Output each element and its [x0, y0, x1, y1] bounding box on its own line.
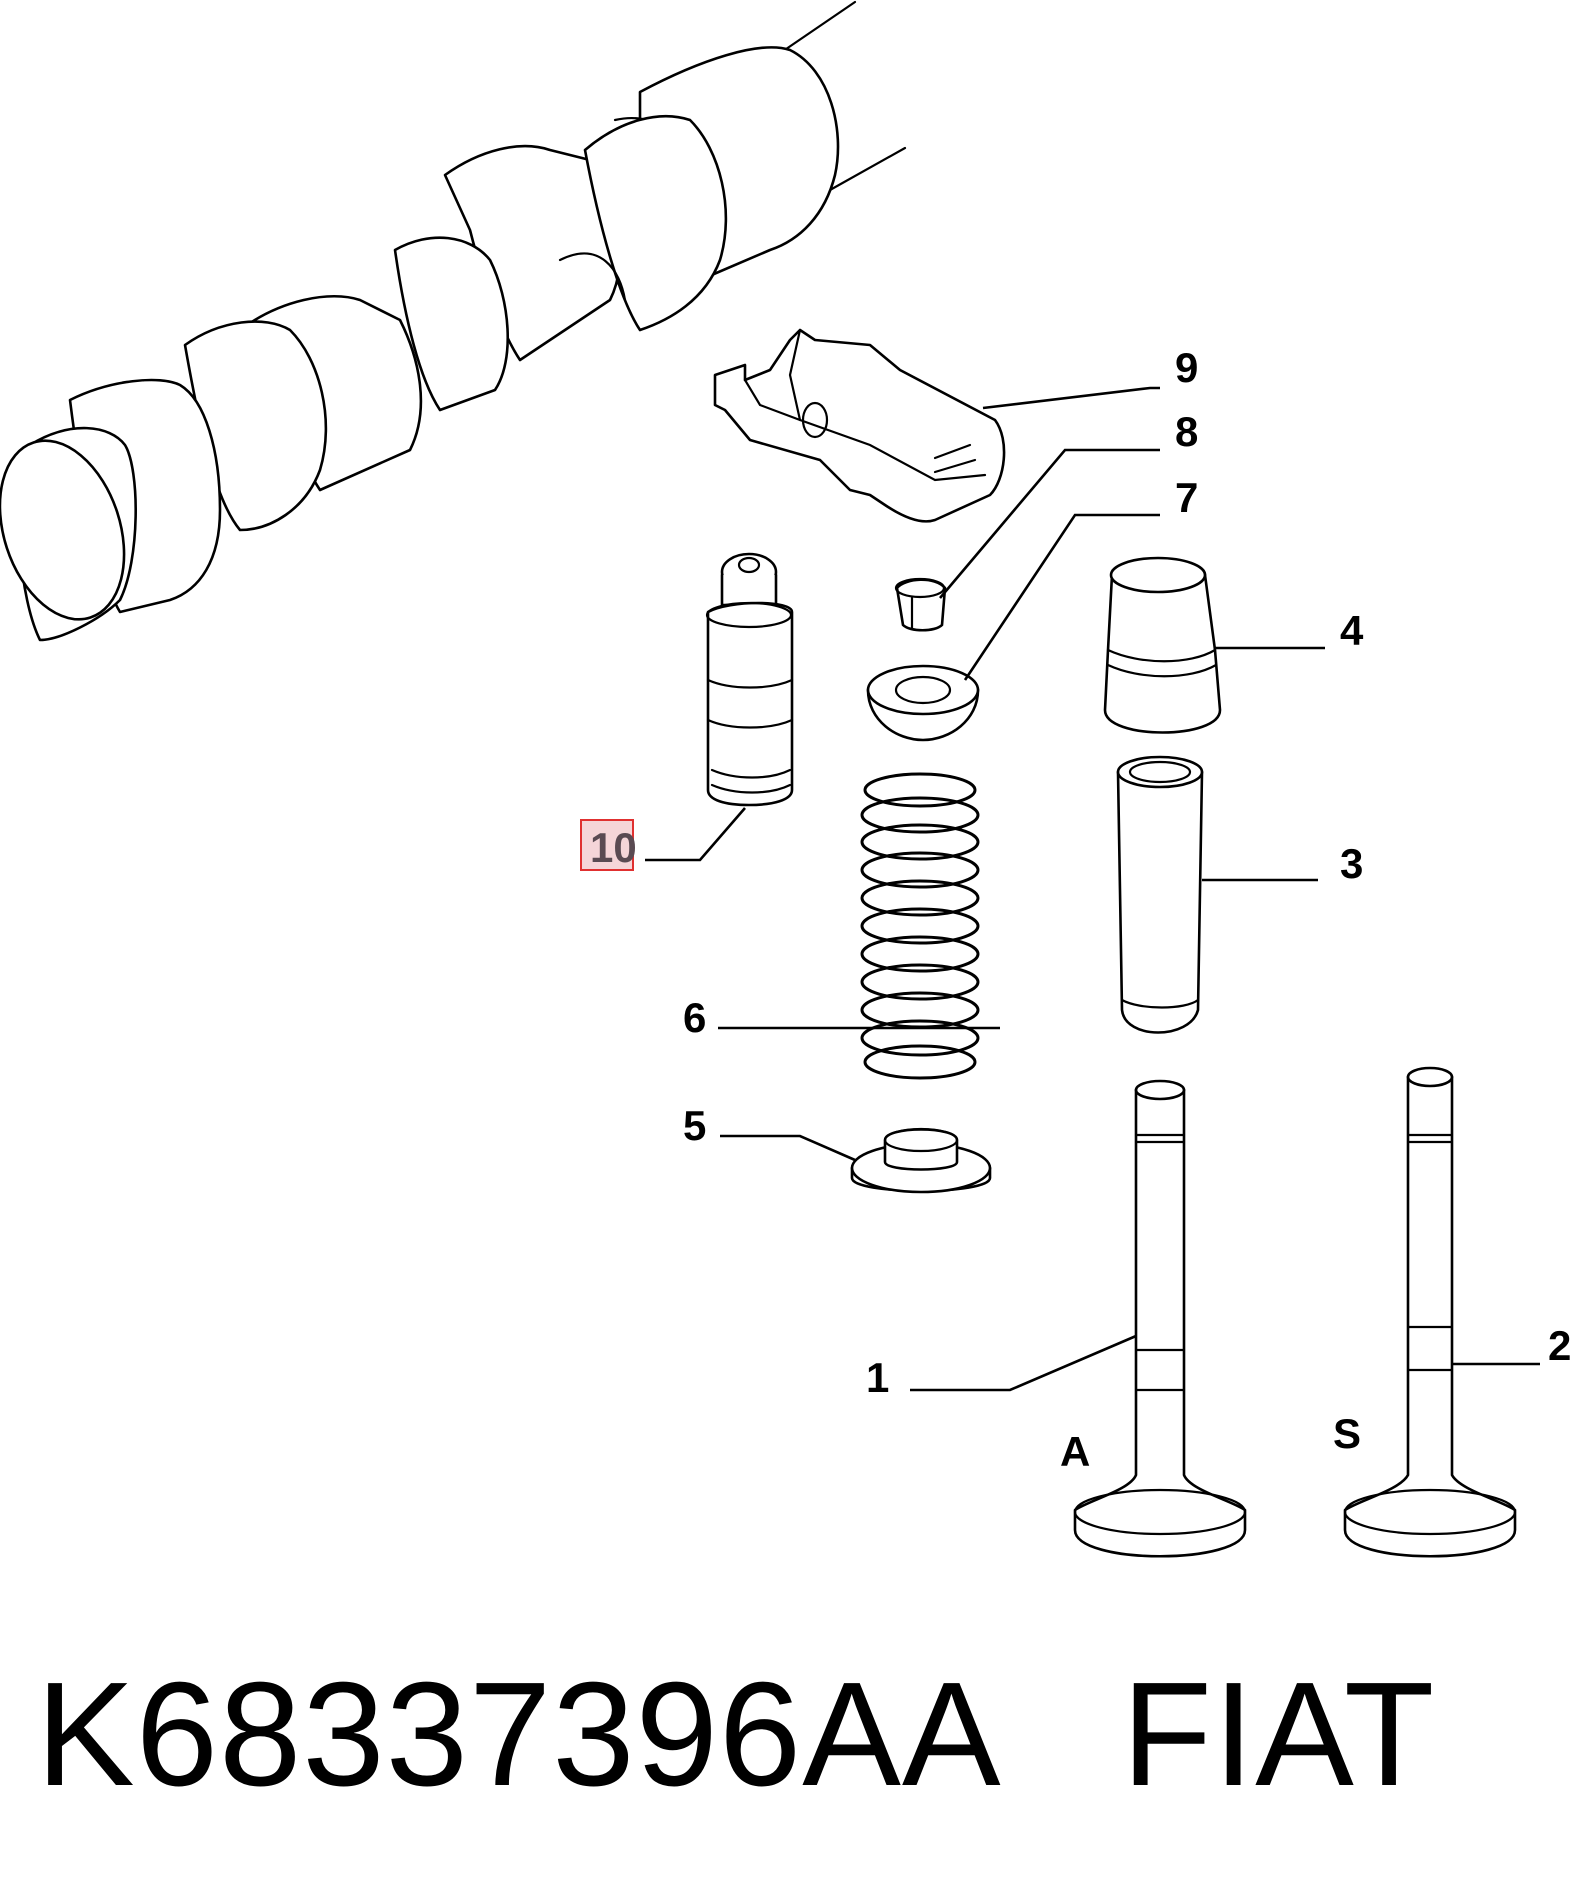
part-number: K68337396AA — [36, 1652, 1002, 1817]
exhaust-valve — [1343, 1066, 1517, 1558]
brand-name: FIAT — [1121, 1652, 1436, 1817]
rocker-arm — [713, 328, 1006, 523]
callout-5: 5 — [683, 1102, 706, 1149]
callout-4: 4 — [1340, 607, 1364, 654]
callout-7: 7 — [1175, 474, 1198, 521]
intake-valve — [1073, 1079, 1247, 1558]
valve-stem-seal — [1103, 556, 1222, 734]
callout-10: 10 — [590, 824, 637, 871]
callout-1: 1 — [866, 1354, 889, 1401]
valve-guide — [1116, 755, 1204, 1034]
callout-8: 8 — [1175, 408, 1198, 455]
callout-2: 2 — [1548, 1322, 1571, 1369]
spring-retainer — [866, 664, 980, 742]
leader-lines — [645, 386, 1540, 1392]
intake-valve-label: A — [1060, 1428, 1090, 1475]
valve-spring — [860, 772, 980, 1080]
part-caption: K68337396AA FIAT — [36, 1650, 1435, 1820]
exhaust-valve-label: S — [1333, 1410, 1361, 1457]
callout-3: 3 — [1340, 840, 1363, 887]
hydraulic-lifter — [705, 552, 794, 807]
spring-seat — [850, 1127, 992, 1194]
callout-10-highlight — [580, 819, 634, 871]
callout-9: 9 — [1175, 344, 1198, 391]
valve-keeper — [894, 577, 947, 632]
camshaft — [0, 0, 907, 642]
callout-6: 6 — [683, 994, 706, 1041]
